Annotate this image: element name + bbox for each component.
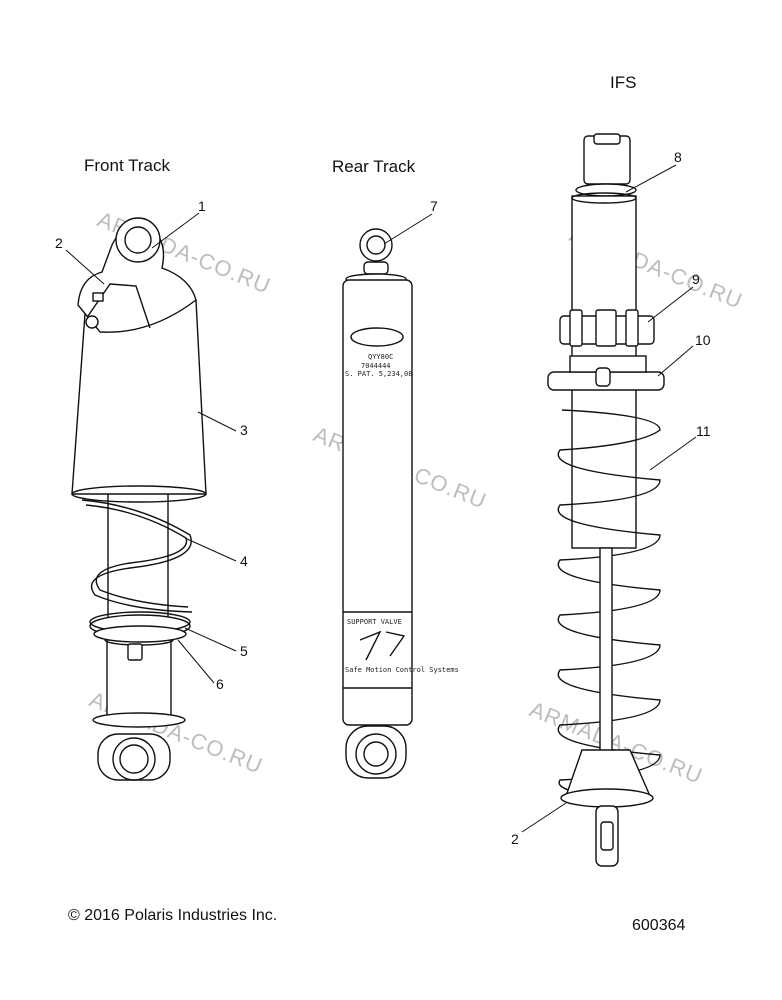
title-front-track: Front Track [84,156,170,175]
callout-10: 10 [695,332,711,348]
callout-7: 7 [430,198,438,214]
front-track-shock [71,217,207,781]
rear-track-shock: QYY80C 7044444 S. PAT. 5,234,08 SUPPORT … [342,228,459,779]
rear-bottom-eyelet [345,725,407,779]
ifs-top-eyelet [575,133,637,197]
callout-8: 8 [674,149,682,165]
callout-3: 3 [240,422,248,438]
front-spring [81,499,193,613]
ifs-spring [557,409,661,801]
callout-2-front: 2 [55,235,63,251]
leader-lines [65,164,697,833]
rear-top-eyelet [345,228,407,285]
callout-numbers: 1 2 3 4 5 6 7 8 9 10 11 2 [55,149,711,847]
front-top-mount [77,217,197,333]
ifs-bottom-eyelet [595,805,619,867]
rear-logo-badge [350,327,404,347]
callout-11: 11 [696,423,711,439]
callout-4: 4 [240,553,248,569]
callout-2-ifs: 2 [511,831,519,847]
callout-1: 1 [198,198,206,214]
ifs-spring-seat [547,355,665,391]
front-spring-retainer [89,611,191,661]
callout-6: 6 [216,676,224,692]
ifs-shock [547,133,665,867]
callout-9: 9 [692,271,700,287]
rear-label-line3: S. PAT. 5,234,08 [345,370,412,378]
callout-5: 5 [240,643,248,659]
copyright-text: © 2016 Polaris Industries Inc. [68,907,277,924]
rear-label-line5: Safe Motion Control Systems [345,666,459,674]
part-number: 600364 [632,917,685,934]
ifs-adjuster-ring [559,309,655,347]
rear-label-line4: SUPPORT VALVE [347,618,402,626]
rear-label-line1: QYY80C [368,353,393,361]
title-ifs: IFS [610,73,636,92]
rear-shock-body [342,279,413,726]
rear-label-line2: 7044444 [361,362,391,370]
ifs-lower-shaft [599,547,613,769]
title-rear-track: Rear Track [332,157,416,176]
front-lower-eyelet [97,733,171,781]
